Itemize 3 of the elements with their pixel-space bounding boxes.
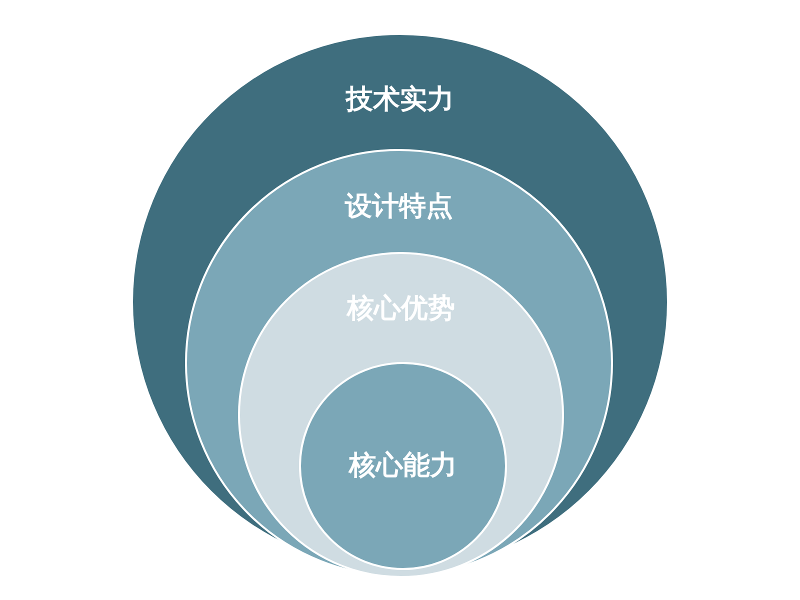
layer-label: 核心能力 [349,449,457,483]
layer-label: 设计特点 [345,190,453,224]
layer-label: 技术实力 [346,83,454,117]
